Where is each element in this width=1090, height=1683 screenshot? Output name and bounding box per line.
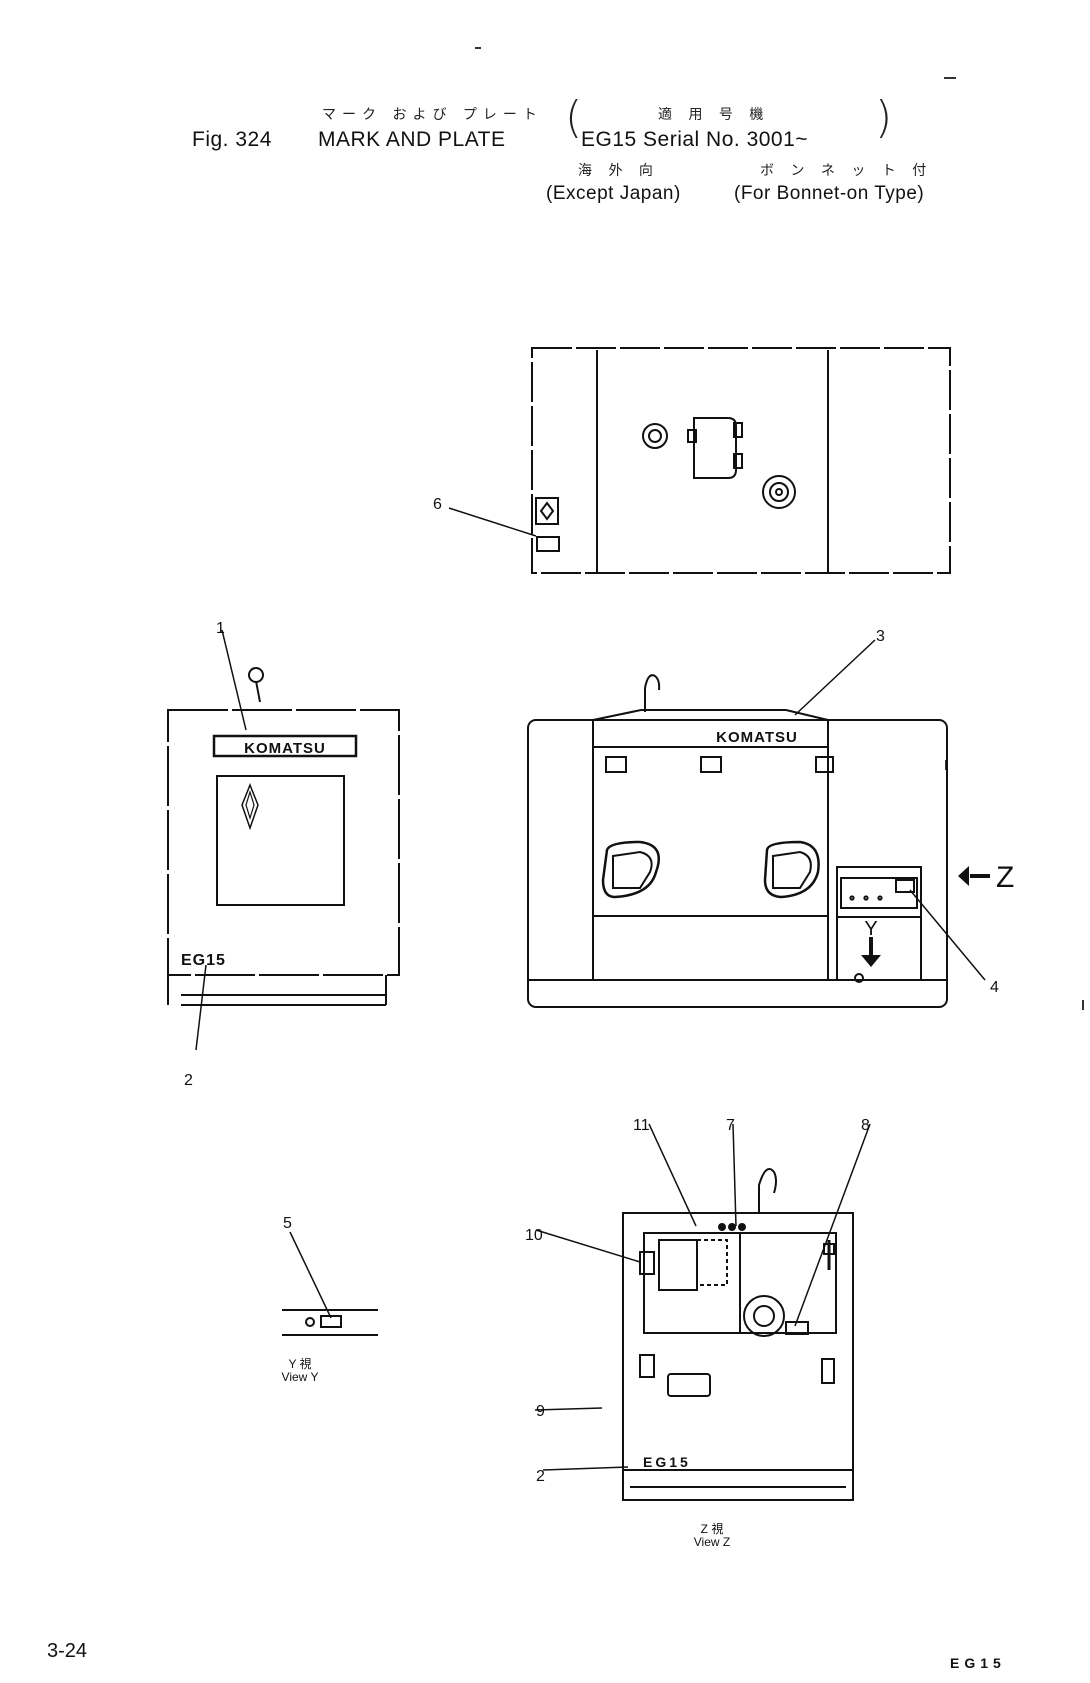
model-badge-viewz-text: EG15 bbox=[643, 1454, 691, 1470]
view-z-jp: Z 視 bbox=[700, 1522, 724, 1536]
callout-6: 6 bbox=[433, 496, 442, 513]
bonnet-type-note: (For Bonnet-on Type) bbox=[734, 183, 925, 204]
serial-range: EG15 Serial No. 3001~ bbox=[581, 128, 809, 151]
right-paren: ) bbox=[875, 92, 893, 143]
model-code: EG15 bbox=[950, 1655, 1006, 1671]
callout-11: 11 bbox=[633, 1117, 650, 1134]
arrow-z-label: Z bbox=[996, 861, 1014, 894]
callout-7: 7 bbox=[726, 1117, 735, 1134]
side-view bbox=[167, 667, 400, 1006]
view-z-caption: Z 視 View Z bbox=[680, 1523, 744, 1549]
scan-marks bbox=[475, 47, 1084, 1010]
top-view bbox=[531, 347, 951, 574]
front-view bbox=[527, 674, 990, 1008]
figure-title: MARK AND PLATE bbox=[318, 128, 506, 151]
page-number: 3-24 bbox=[47, 1640, 88, 1662]
brand-logo-front-text: KOMATSU bbox=[716, 729, 798, 746]
serial-japanese: 適 用 号 機 bbox=[658, 107, 770, 123]
callout-2-viewz: 2 bbox=[536, 1468, 545, 1485]
figure-label: Fig. 324 bbox=[192, 128, 272, 151]
leader-lines bbox=[195, 507, 986, 1471]
view-y bbox=[282, 1309, 378, 1336]
view-z bbox=[622, 1168, 854, 1501]
title-japanese: マーク および プレート bbox=[322, 107, 543, 123]
callout-10: 10 bbox=[525, 1227, 543, 1244]
callout-9: 9 bbox=[536, 1403, 545, 1420]
left-paren: ( bbox=[565, 92, 583, 143]
callout-4: 4 bbox=[990, 979, 999, 996]
callout-1: 1 bbox=[216, 620, 225, 637]
model-badge-left-text: EG15 bbox=[181, 952, 226, 969]
except-japanese: 海 外 向 bbox=[578, 163, 659, 179]
view-y-en: View Y bbox=[281, 1370, 319, 1384]
callout-2: 2 bbox=[184, 1072, 193, 1089]
diagram-labels: KOMATSU EG15 KOMATSU EG15 Z Y 6 1 3 2 4 … bbox=[181, 496, 1014, 1485]
except-japan-note: (Except Japan) bbox=[546, 183, 681, 204]
callout-8: 8 bbox=[861, 1117, 870, 1134]
view-y-caption: Y 視 View Y bbox=[270, 1358, 330, 1384]
view-y-jp: Y 視 bbox=[288, 1357, 312, 1371]
bonnet-japanese: ボ ン ネ ッ ト 付 bbox=[760, 163, 933, 179]
callout-3: 3 bbox=[876, 628, 885, 645]
callout-5: 5 bbox=[283, 1215, 292, 1232]
brand-logo-top-text: KOMATSU bbox=[244, 740, 326, 757]
view-z-en: View Z bbox=[693, 1535, 731, 1549]
arrow-y-label: Y bbox=[864, 918, 877, 940]
